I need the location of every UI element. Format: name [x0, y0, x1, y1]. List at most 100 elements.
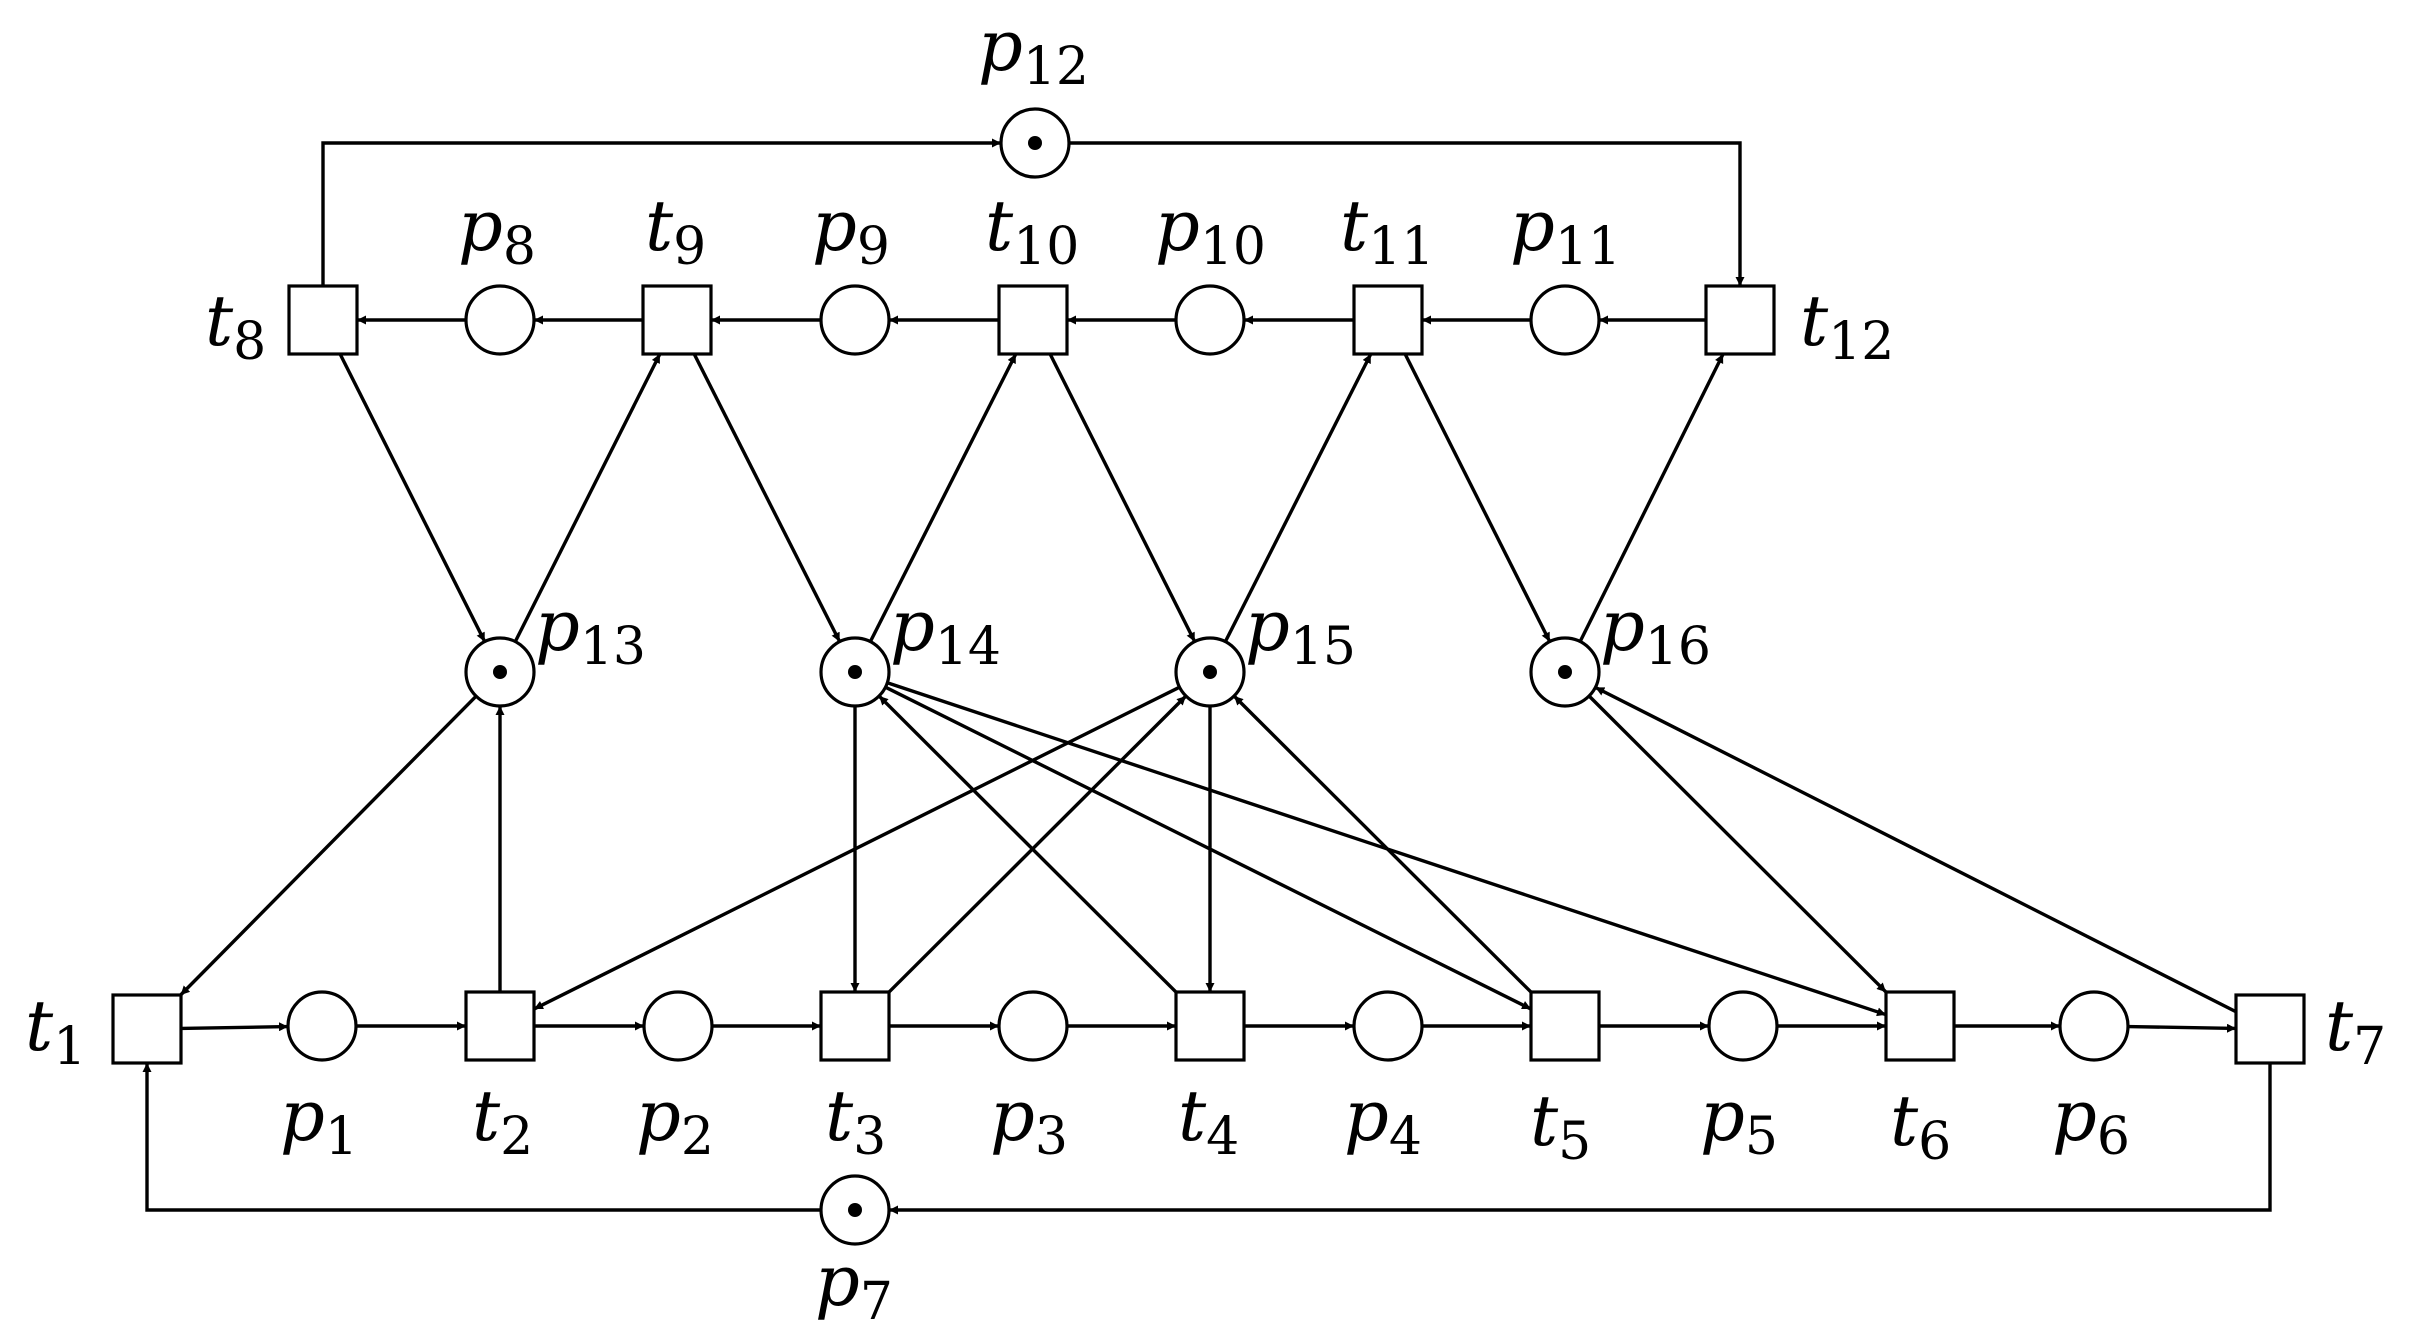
label-t2-letter: t — [472, 1075, 501, 1157]
label-t9-letter: t — [645, 185, 674, 267]
label-p10-letter: p — [1155, 185, 1200, 267]
label-p6-subscript: 6 — [2097, 1107, 2130, 1167]
label-p12-subscript: 12 — [1023, 37, 1089, 97]
place-p2 — [642, 990, 714, 1062]
label-p7-letter: p — [815, 1240, 860, 1322]
label-t9: t9 — [645, 185, 706, 277]
place-p4 — [1352, 990, 1424, 1062]
label-p3-subscript: 3 — [1035, 1107, 1068, 1167]
arc-p16-to-t6 — [1587, 694, 1888, 994]
label-p13: p13 — [535, 585, 646, 677]
label-p5-letter: p — [1700, 1075, 1745, 1157]
arc-p14-to-t5 — [884, 685, 1532, 1011]
label-p1-letter: p — [280, 1075, 325, 1157]
arc-p14-to-t6 — [886, 681, 1887, 1017]
label-p8-letter: p — [458, 185, 503, 267]
arc-t9-to-p14 — [692, 353, 842, 643]
label-t12: t12 — [1800, 280, 1894, 372]
label-p12: p12 — [978, 5, 1089, 97]
label-p6-letter: p — [2052, 1075, 2097, 1157]
label-t6-letter: t — [1890, 1080, 1919, 1162]
label-t11-letter: t — [1340, 185, 1369, 267]
transition-t4 — [1174, 990, 1246, 1062]
label-t10-letter: t — [985, 185, 1014, 267]
arcs-layer — [142, 138, 2272, 1215]
token-p14 — [848, 665, 862, 679]
label-t10-subscript: 10 — [1013, 217, 1079, 277]
label-t5-letter: t — [1530, 1080, 1559, 1162]
arc-t7-to-p7 — [889, 1063, 2272, 1215]
transition-t12 — [1704, 284, 1776, 356]
label-p1: p1 — [280, 1075, 358, 1167]
arc-t4-to-p14 — [877, 694, 1178, 994]
arc-p7-to-t1 — [142, 1063, 821, 1212]
label-p5: p5 — [1700, 1075, 1778, 1167]
place-p3 — [997, 990, 1069, 1062]
label-p8-subscript: 8 — [503, 217, 536, 277]
nodes-layer — [111, 107, 2306, 1246]
label-p3-letter: p — [990, 1075, 1035, 1157]
label-p13-subscript: 13 — [580, 617, 646, 677]
arc-p15-to-t11 — [1223, 353, 1373, 643]
arc-p16-to-t12 — [1578, 353, 1725, 643]
arc-p12-to-t12 — [1069, 141, 1745, 286]
label-t4: t4 — [1178, 1075, 1239, 1167]
label-t3-letter: t — [825, 1075, 854, 1157]
arc-p15-to-t2 — [533, 685, 1181, 1011]
transition-t9 — [641, 284, 713, 356]
label-t6-subscript: 6 — [1918, 1112, 1951, 1172]
label-t7-letter: t — [2325, 985, 2354, 1067]
label-t5-subscript: 5 — [1558, 1112, 1591, 1172]
token-p16 — [1558, 665, 1572, 679]
label-p2-letter: p — [636, 1075, 681, 1157]
transition-t6 — [1884, 990, 1956, 1062]
label-t12-subscript: 12 — [1828, 312, 1894, 372]
place-p8 — [464, 284, 536, 356]
arc-p14-to-t10 — [868, 353, 1018, 643]
label-t10: t10 — [985, 185, 1079, 277]
label-t2-subscript: 2 — [500, 1107, 533, 1167]
label-t3: t3 — [825, 1075, 886, 1167]
label-t7: t7 — [2325, 985, 2386, 1077]
label-p2-subscript: 2 — [681, 1107, 714, 1167]
arc-t8-to-p13 — [338, 353, 487, 643]
label-p6: p6 — [2052, 1075, 2130, 1167]
label-p15-subscript: 15 — [1290, 617, 1356, 677]
token-p13 — [493, 665, 507, 679]
label-t4-subscript: 4 — [1206, 1107, 1239, 1167]
label-p9-subscript: 9 — [857, 217, 890, 277]
transition-t8 — [287, 284, 359, 356]
label-p16-subscript: 16 — [1645, 617, 1711, 677]
arc-t7-to-p16 — [1594, 685, 2237, 1014]
label-t4-letter: t — [1178, 1075, 1207, 1157]
place-p6 — [2058, 990, 2130, 1062]
label-p9: p9 — [812, 185, 890, 277]
label-p11-letter: p — [1510, 185, 1555, 267]
label-p4-letter: p — [1344, 1075, 1389, 1157]
label-t7-subscript: 7 — [2353, 1017, 2386, 1077]
label-t8-letter: t — [205, 280, 234, 362]
label-p9-letter: p — [812, 185, 857, 267]
label-p14-subscript: 14 — [935, 617, 1001, 677]
label-p11-subscript: 11 — [1555, 217, 1621, 277]
label-p16: p16 — [1600, 585, 1711, 677]
label-p13-letter: p — [535, 585, 580, 667]
label-p1-subscript: 1 — [325, 1107, 358, 1167]
arc-p13-to-t9 — [513, 353, 662, 643]
arc-p6-to-t7 — [2127, 1023, 2237, 1033]
place-p11 — [1529, 284, 1601, 356]
place-p10 — [1174, 284, 1246, 356]
label-t1: t1 — [25, 985, 86, 1077]
label-t2: t2 — [472, 1075, 533, 1167]
label-p15: p15 — [1245, 585, 1356, 677]
place-p9 — [819, 284, 891, 356]
label-t5: t5 — [1530, 1080, 1591, 1172]
transition-t10 — [997, 284, 1069, 356]
transition-t1 — [111, 993, 183, 1065]
label-p10: p10 — [1155, 185, 1266, 277]
arc-t5-to-p15 — [1232, 694, 1533, 994]
label-p8: p8 — [458, 185, 536, 277]
label-p16-letter: p — [1600, 585, 1645, 667]
